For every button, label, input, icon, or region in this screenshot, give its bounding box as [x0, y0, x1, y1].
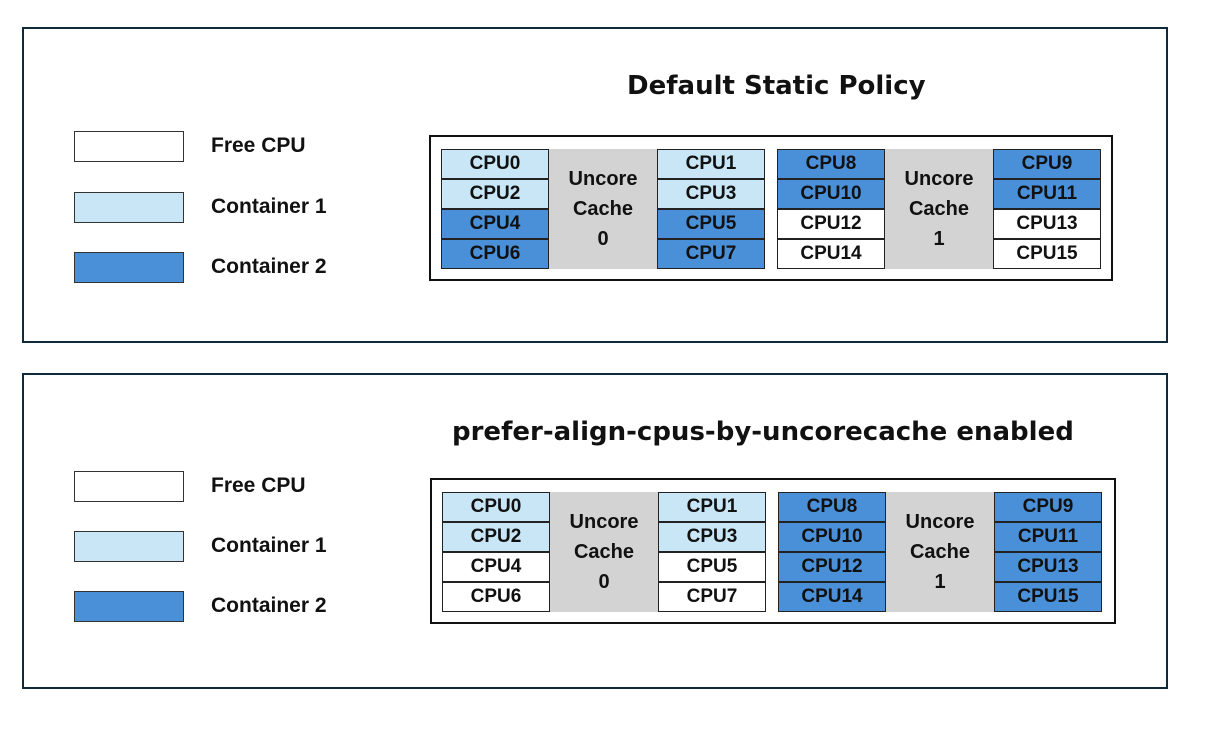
legend-swatch-free	[74, 471, 184, 502]
legend-label-container-1: Container 1	[211, 534, 327, 557]
panel-default-static-policy: Default Static Policy Free CPU Container…	[22, 27, 1168, 343]
uncore-cache-label-line: Cache	[908, 198, 970, 220]
panel-title: prefer-align-cpus-by-uncorecache enabled	[452, 417, 1074, 447]
cpu-cell-cpu10: CPU10	[778, 522, 886, 552]
cpu-cell-cpu11: CPU11	[994, 522, 1102, 552]
cpu-cell-cpu6: CPU6	[442, 582, 550, 612]
legend-label-container-2: Container 2	[211, 594, 327, 617]
legend-label-container-2: Container 2	[211, 255, 327, 278]
uncore-cache-label-line: Cache	[572, 198, 634, 220]
panel-prefer-align-uncorecache: prefer-align-cpus-by-uncorecache enabled…	[22, 373, 1168, 689]
cpu-cell-cpu14: CPU14	[777, 239, 885, 269]
uncore-cache-label-line: Cache	[909, 541, 971, 563]
uncore-cache-label-line: Cache	[573, 541, 635, 563]
cpu-cell-cpu9: CPU9	[994, 492, 1102, 522]
cpu-cell-cpu13: CPU13	[993, 209, 1101, 239]
legend-label-free: Free CPU	[211, 134, 306, 157]
cpu-cell-cpu14: CPU14	[778, 582, 886, 612]
uncore-cache-label-line: 1	[933, 228, 945, 250]
panel-title: Default Static Policy	[627, 71, 926, 101]
cpu-cell-cpu6: CPU6	[441, 239, 549, 269]
cpu-cell-cpu3: CPU3	[658, 522, 766, 552]
cpu-cell-cpu2: CPU2	[442, 522, 550, 552]
cpu-cell-cpu5: CPU5	[657, 209, 765, 239]
cpu-cell-cpu15: CPU15	[994, 582, 1102, 612]
uncore-cache-label-line: 1	[934, 571, 946, 593]
legend-swatch-free	[74, 131, 184, 162]
cpu-cell-cpu11: CPU11	[993, 179, 1101, 209]
legend-swatch-container-2	[74, 591, 184, 622]
cpu-cell-cpu7: CPU7	[658, 582, 766, 612]
cpu-cell-cpu0: CPU0	[442, 492, 550, 522]
cpu-cell-cpu8: CPU8	[778, 492, 886, 522]
cpu-cell-cpu9: CPU9	[993, 149, 1101, 179]
cpu-cell-cpu1: CPU1	[657, 149, 765, 179]
legend-label-free: Free CPU	[211, 474, 306, 497]
uncore-cache-label-line: 0	[598, 571, 610, 593]
cpu-cell-cpu12: CPU12	[777, 209, 885, 239]
cpu-cell-cpu12: CPU12	[778, 552, 886, 582]
cpu-cell-cpu10: CPU10	[777, 179, 885, 209]
cpu-cell-cpu5: CPU5	[658, 552, 766, 582]
uncore-cache-label-line: 0	[597, 228, 609, 250]
uncore-cache-label-line: Uncore	[568, 168, 638, 190]
legend-swatch-container-1	[74, 192, 184, 223]
legend-swatch-container-1	[74, 531, 184, 562]
cpu-cell-cpu15: CPU15	[993, 239, 1101, 269]
legend-swatch-container-2	[74, 252, 184, 283]
cpu-cell-cpu7: CPU7	[657, 239, 765, 269]
cpu-cell-cpu2: CPU2	[441, 179, 549, 209]
cpu-cell-cpu8: CPU8	[777, 149, 885, 179]
uncore-cache-label-line: Uncore	[904, 168, 974, 190]
cpu-cell-cpu13: CPU13	[994, 552, 1102, 582]
cpu-cell-cpu0: CPU0	[441, 149, 549, 179]
uncore-cache-label-line: Uncore	[569, 511, 639, 533]
cpu-cell-cpu4: CPU4	[441, 209, 549, 239]
uncore-cache-label-line: Uncore	[905, 511, 975, 533]
cpu-cell-cpu4: CPU4	[442, 552, 550, 582]
cpu-cell-cpu1: CPU1	[658, 492, 766, 522]
cpu-cell-cpu3: CPU3	[657, 179, 765, 209]
legend-label-container-1: Container 1	[211, 195, 327, 218]
